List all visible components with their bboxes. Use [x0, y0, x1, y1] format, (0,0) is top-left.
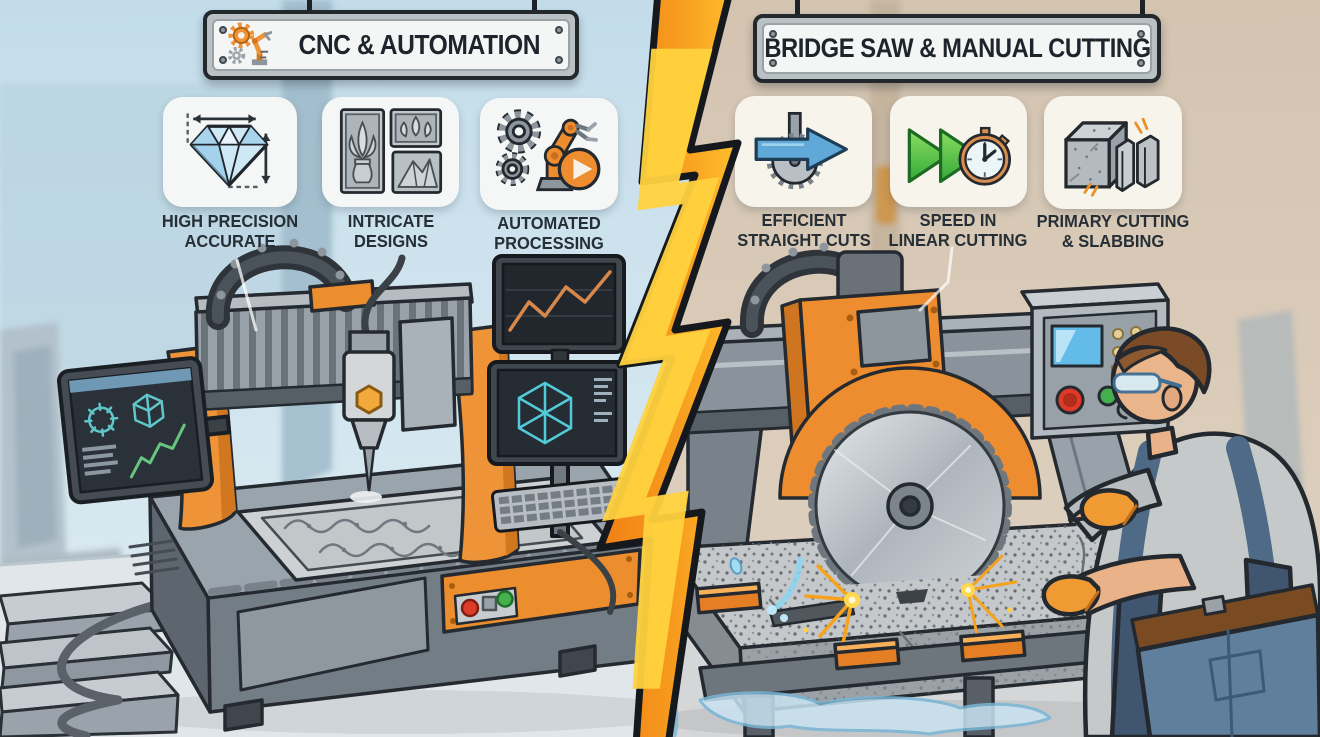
safety-glasses — [1112, 372, 1162, 394]
rivet — [555, 26, 563, 34]
work-glove — [1041, 574, 1101, 617]
spindle-hex-badge — [355, 384, 383, 415]
feature-card-high-precision — [163, 97, 297, 207]
feature-label: HIGH PRECISION ACCURATE — [150, 211, 310, 252]
feature-line: EFFICIENT — [761, 210, 847, 230]
orange-line-chart — [508, 270, 612, 332]
feature-line: HIGH PRECISION — [161, 211, 299, 231]
bridge-saw-scene — [652, 0, 1320, 737]
fast-forward-stopwatch-icon — [907, 126, 1011, 186]
rivet — [769, 59, 777, 67]
wireframe-polyhedron — [517, 381, 573, 445]
feature-label: AUTOMATED PROCESSING — [469, 213, 629, 254]
cnc-red-button — [460, 598, 480, 618]
work-glove — [1079, 488, 1139, 531]
sign-rod — [307, 0, 312, 12]
feature-label: SPEED IN LINEAR CUTTING — [877, 210, 1039, 251]
feature-line: LINEAR CUTTING — [888, 229, 1028, 250]
right-sign-title: BRIDGE SAW & MANUAL CUTTING — [763, 33, 1151, 63]
gears-robot-play-icon — [495, 109, 601, 192]
cnc-control-monitor — [56, 356, 232, 505]
feature-line: ACCURATE — [184, 230, 276, 251]
saw-kerf — [768, 598, 856, 628]
diamond-measurement-icon — [186, 113, 271, 189]
carved-stone-panels-icon — [339, 108, 442, 194]
drill-bit — [362, 446, 376, 494]
feature-line: AUTOMATED — [497, 213, 601, 233]
right-sign: BRIDGE SAW & MANUAL CUTTING — [753, 14, 1161, 83]
feature-card-primary-cutting — [1044, 96, 1182, 209]
rivet — [219, 26, 227, 34]
feature-label: PRIMARY CUTTING & SLABBING — [1031, 211, 1195, 252]
gear-robot-arm-icon — [227, 22, 272, 66]
connector-line — [235, 258, 258, 332]
worker-illustration — [1041, 326, 1320, 737]
feature-line: & SLABBING — [1061, 230, 1165, 251]
rivet — [555, 56, 563, 64]
feature-label: EFFICIENT STRAIGHT CUTS — [723, 210, 885, 251]
saw-blade — [808, 404, 1012, 608]
feature-card-intricate-designs — [322, 97, 459, 207]
sparks — [803, 554, 1018, 650]
feature-line: PRIMARY CUTTING — [1036, 211, 1190, 231]
feature-card-straight-cuts — [735, 96, 872, 207]
feature-card-speed-linear — [890, 96, 1027, 207]
feature-card-automated-processing — [480, 98, 618, 210]
rivet — [1137, 30, 1145, 38]
connector-line — [918, 246, 954, 312]
feature-line: PROCESSING — [494, 232, 604, 253]
sign-rod — [795, 0, 800, 16]
feature-line: STRAIGHT CUTS — [737, 229, 871, 250]
rivet — [1137, 59, 1145, 67]
feature-line: INTRICATE — [347, 211, 435, 231]
sign-rod — [532, 0, 537, 12]
feature-line: DESIGNS — [353, 230, 429, 251]
saw-blade-arrow-icon — [754, 111, 848, 189]
left-sign-title: CNC & AUTOMATION — [298, 29, 540, 60]
feature-label: INTRICATE DESIGNS — [311, 211, 471, 252]
rivet — [769, 30, 777, 38]
left-sign: CNC & AUTOMATION — [203, 10, 579, 80]
rivet — [219, 56, 227, 64]
cnc-green-button — [496, 590, 514, 608]
water-puddle — [698, 691, 1052, 736]
stone-blocks-icon — [1064, 117, 1160, 197]
sign-rod — [1140, 0, 1145, 16]
feature-line: SPEED IN — [919, 210, 997, 230]
